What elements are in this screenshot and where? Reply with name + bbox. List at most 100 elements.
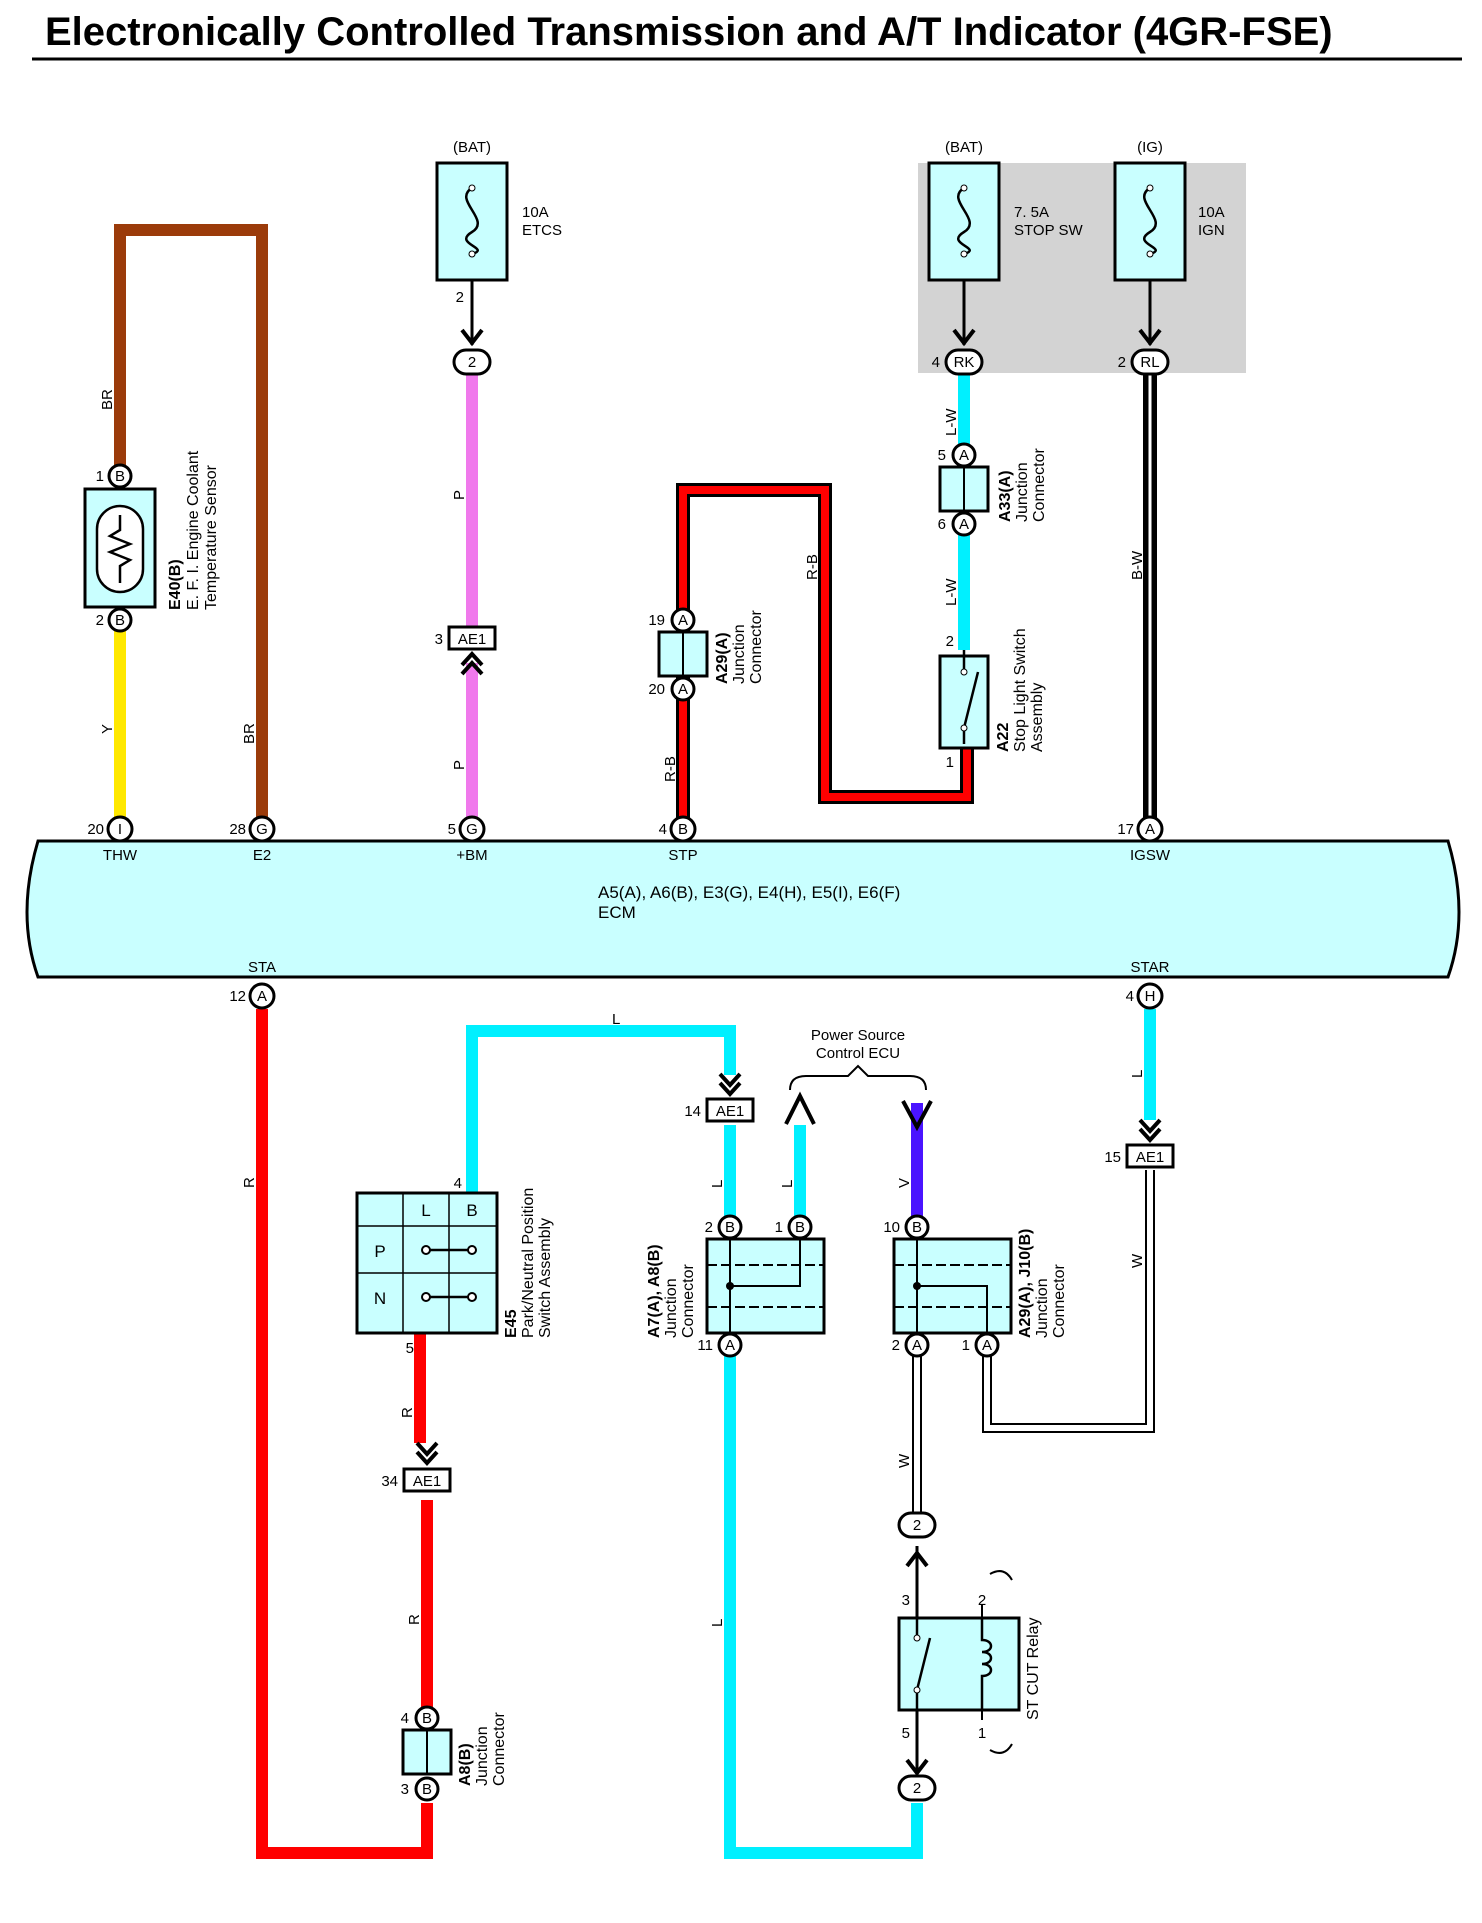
- pin-label: +BM: [456, 847, 487, 864]
- sensor-e40: B 1 B 2 E40(B) E. F. I. Engine Coolant T…: [83, 450, 220, 633]
- svg-text:ST CUT Relay: ST CUT Relay: [1025, 1617, 1042, 1720]
- svg-text:AE1: AE1: [1136, 1149, 1164, 1166]
- pin-label: E2: [253, 847, 271, 864]
- wire-label: L: [709, 1180, 726, 1188]
- wire-l-top: [466, 1025, 736, 1193]
- svg-text:Junction: Junction: [474, 1726, 491, 1786]
- ecm-pin-igsw: A 17 IGSW: [1117, 815, 1171, 864]
- svg-text:2: 2: [892, 1337, 900, 1354]
- svg-text:A: A: [678, 612, 688, 629]
- switch-a22: 2 1 A22 Stop Light Switch Assembly: [938, 628, 1046, 771]
- svg-text:B: B: [115, 612, 125, 629]
- wire-label: L: [1129, 1070, 1146, 1078]
- svg-text:A33(A): A33(A): [997, 470, 1014, 522]
- junction-a8b: B 4 B 3 A8(B) Junction Connector: [401, 1705, 508, 1802]
- ecm-line1: A5(A), A6(B), E3(G), E4(H), E5(I), E6(F): [598, 883, 900, 902]
- svg-text:B: B: [466, 1201, 477, 1220]
- svg-text:L: L: [421, 1201, 430, 1220]
- svg-text:N: N: [374, 1289, 386, 1308]
- svg-text:Connector: Connector: [1031, 448, 1048, 522]
- fuse-pin: 2: [456, 289, 464, 306]
- svg-text:2: 2: [705, 1219, 713, 1236]
- svg-text:3: 3: [401, 1781, 409, 1798]
- svg-text:A: A: [678, 681, 688, 698]
- pin-letter: G: [466, 821, 478, 838]
- svg-text:A7(A), A8(B): A7(A), A8(B): [646, 1244, 663, 1338]
- svg-text:Switch Assembly: Switch Assembly: [537, 1218, 554, 1338]
- chevron-stop: [952, 328, 976, 347]
- fuse-source: (IG): [1137, 139, 1163, 156]
- pin-label: STP: [668, 847, 697, 864]
- svg-text:A22: A22: [995, 723, 1012, 752]
- svg-text:Junction: Junction: [1034, 1278, 1051, 1338]
- pin-label: STA: [248, 959, 276, 976]
- svg-text:Junction: Junction: [731, 624, 748, 684]
- ecm-pin-stp: B 4 STP: [659, 815, 698, 864]
- wire-label: L: [709, 1619, 726, 1627]
- svg-text:4: 4: [454, 1175, 462, 1192]
- svg-text:4: 4: [932, 354, 940, 371]
- junction-a29-bottom: B 10 A 2 A 1 A29(A), J10(B) Junction Con…: [883, 1214, 1068, 1358]
- pin-letter: G: [256, 821, 268, 838]
- wire-label: Y: [99, 724, 116, 734]
- wire-label: L: [779, 1180, 796, 1188]
- ecm-pin-e2: G 28 E2: [229, 815, 276, 864]
- svg-text:20: 20: [648, 681, 665, 698]
- svg-text:Connector: Connector: [1051, 1264, 1068, 1338]
- connector-ae1-3: AE1 3: [435, 625, 497, 676]
- switch-e45: 4 L B P N 5 E45 Park/Neutral Position Sw…: [355, 1175, 554, 1357]
- pin-number: 4: [1126, 988, 1134, 1005]
- wire-w-star-inner: [984, 1170, 1153, 1431]
- svg-text:3: 3: [902, 1592, 910, 1609]
- chevron-ign: [1138, 328, 1162, 347]
- junction-a7: B 2 B 1 A 11 A7(A), A8(B) Junction Conne…: [646, 1214, 826, 1358]
- fuse-name: ETCS: [522, 222, 562, 239]
- svg-text:B: B: [795, 1219, 805, 1236]
- svg-text:2: 2: [946, 633, 954, 650]
- wire-label: W: [896, 1453, 913, 1468]
- connector-rl: RL 2: [1118, 348, 1170, 376]
- component-code: E40(B): [167, 559, 184, 610]
- fuse-ign: (IG) 10A IGN: [1113, 139, 1225, 282]
- power-source-ecu-label: Power Source Control ECU: [789, 1027, 927, 1091]
- ecm-pin-bm: G 5 +BM: [448, 815, 488, 864]
- svg-text:2: 2: [468, 354, 476, 371]
- ecm-pin-thw: I 20 THW: [87, 815, 138, 864]
- junction-a29-top: A 19 A 20 A29(A) Junction Connector: [648, 607, 765, 702]
- svg-text:Connector: Connector: [680, 1264, 697, 1338]
- wire-label: BR: [99, 389, 116, 410]
- svg-text:A29(A): A29(A): [714, 632, 731, 684]
- wire-label: P: [451, 490, 468, 500]
- fuse-rating: 10A: [522, 204, 549, 221]
- svg-text:Assembly: Assembly: [1029, 683, 1046, 752]
- wire-r-sta: [256, 1009, 433, 1859]
- svg-text:Power Source: Power Source: [811, 1027, 905, 1044]
- pin-label: IGSW: [1130, 847, 1171, 864]
- wire-label: R-B: [662, 756, 679, 782]
- svg-text:5: 5: [938, 447, 946, 464]
- svg-text:19: 19: [648, 612, 665, 629]
- svg-text:14: 14: [684, 1103, 701, 1120]
- pin-letter: A: [1145, 821, 1155, 838]
- svg-text:5: 5: [902, 1725, 910, 1742]
- wire-label: R: [241, 1177, 258, 1188]
- pin-number: 4: [659, 821, 667, 838]
- wire-label: B-W: [1129, 550, 1146, 580]
- chevron-down-icon: [901, 1100, 933, 1132]
- pin-number: 20: [87, 821, 104, 838]
- wire-label: R: [406, 1614, 423, 1625]
- connector-ae1-14: AE1 14: [684, 1072, 755, 1123]
- svg-text:2: 2: [913, 1780, 921, 1797]
- fuse-etcs: (BAT) 10A ETCS 2: [435, 139, 562, 306]
- svg-text:B: B: [422, 1781, 432, 1798]
- fuse-source: (BAT): [453, 139, 491, 156]
- wire-label: W: [1129, 1253, 1146, 1268]
- svg-text:A: A: [959, 516, 969, 533]
- wire-label: R-B: [804, 554, 821, 580]
- fuse-name: STOP SW: [1014, 222, 1083, 239]
- wire-label: BR: [241, 723, 258, 744]
- relay-st-cut: 2 3 2 5 1 2 ST CUT Relay: [897, 1511, 1042, 1802]
- svg-text:RL: RL: [1140, 354, 1159, 371]
- svg-text:A29(A), J10(B): A29(A), J10(B): [1017, 1229, 1034, 1338]
- svg-text:15: 15: [1104, 1149, 1121, 1166]
